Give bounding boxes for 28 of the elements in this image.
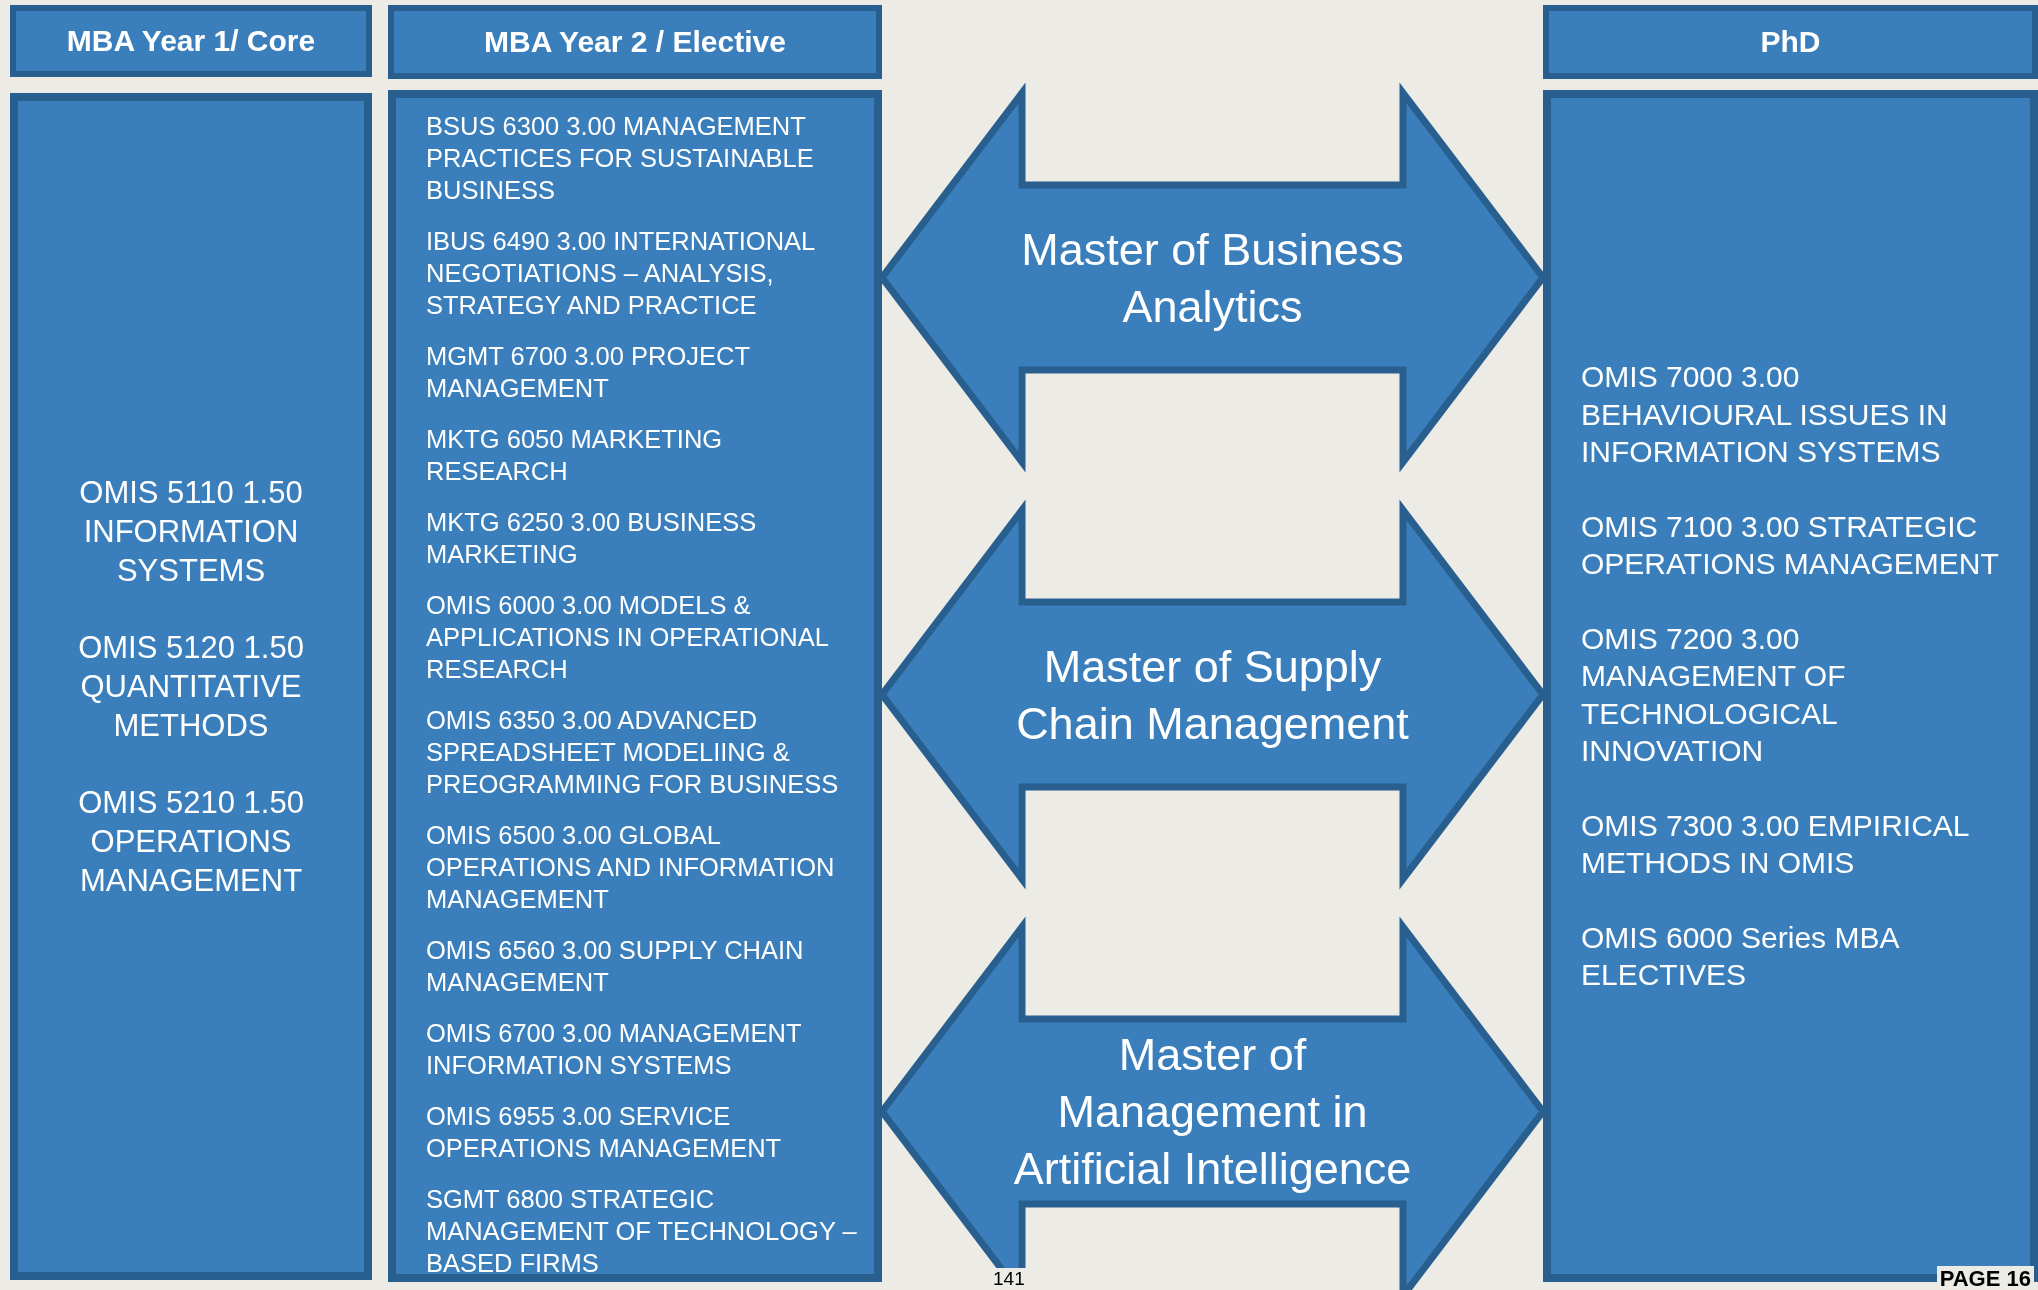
course-text: OMIS 6560 3.00 SUPPLY CHAIN MANAGEMENT bbox=[426, 935, 805, 998]
column-header: MBA Year 1/ Core bbox=[10, 5, 372, 77]
edge-label: Master of Supply Chain Management bbox=[1015, 639, 1410, 751]
course-text: OMIS 6000 Series MBA ELECTIVES bbox=[1581, 919, 1900, 993]
course-panel bbox=[388, 90, 882, 1282]
course-text: SGMT 6800 STRATEGIC MANAGEMENT OF TECHNOLOGY – BASED FIRMS bbox=[426, 1184, 858, 1279]
edge-label: Master of Business Analytics bbox=[1020, 222, 1405, 334]
course-text: OMIS 6700 3.00 MANAGEMENT INFORMATION SYSTEMS bbox=[426, 1018, 803, 1081]
edge-label: Master of Management in Artificial Intelligence bbox=[1012, 1028, 1413, 1196]
course-text: OMIS 6500 3.00 GLOBAL OPERATIONS AND INFORMATION MANAGEMENT bbox=[426, 820, 836, 915]
course-text: OMIS 5210 1.50 OPERATIONS MANAGEMENT bbox=[77, 784, 305, 900]
course-text: OMIS 5110 1.50 INFORMATION SYSTEMS bbox=[78, 474, 304, 590]
course-text: OMIS 6000 3.00 MODELS & APPLICATIONS IN OPERATIONAL RESEARCH bbox=[426, 590, 829, 685]
course-text: BSUS 6300 3.00 MANAGEMENT PRACTICES FOR SUSTAINABLE BUSINESS bbox=[426, 111, 815, 206]
course-text: OMIS 7300 3.00 EMPIRICAL METHODS IN OMIS bbox=[1581, 807, 1970, 881]
course-text: IBUS 6490 3.00 INTERNATIONAL NEGOTIATIONS – ANALYSIS, STRATEGY AND PRACTICE bbox=[426, 226, 816, 321]
course-text: OMIS 7100 3.00 STRATEGIC OPERATIONS MANAGEMENT bbox=[1581, 508, 2000, 582]
course-text: OMIS 6350 3.00 ADVANCED SPREADSHEET MODELIING & PREOGRAMMING FOR BUSINESS bbox=[426, 705, 840, 800]
course-text: OMIS 5120 1.50 QUANTITATIVE METHODS bbox=[77, 629, 305, 745]
course-text: MGMT 6700 3.00 PROJECT MANAGEMENT bbox=[426, 341, 751, 404]
column-header: PhD bbox=[1543, 5, 2038, 79]
course-text: OMIS 7200 3.00 MANAGEMENT OF TECHNOLOGICAL INNOVATION bbox=[1581, 620, 1847, 769]
course-text: MKTG 6050 MARKETING RESEARCH bbox=[426, 424, 724, 487]
course-text: OMIS 7000 3.00 BEHAVIOURAL ISSUES IN INFORMATION SYSTEMS bbox=[1581, 359, 1949, 470]
course-text: OMIS 6955 3.00 SERVICE OPERATIONS MANAGEMENT bbox=[426, 1101, 783, 1164]
column-header: MBA Year 2 / Elective bbox=[388, 5, 882, 79]
course-text: MKTG 6250 3.00 BUSINESS MARKETING bbox=[426, 507, 758, 570]
course-panel bbox=[10, 93, 372, 1280]
